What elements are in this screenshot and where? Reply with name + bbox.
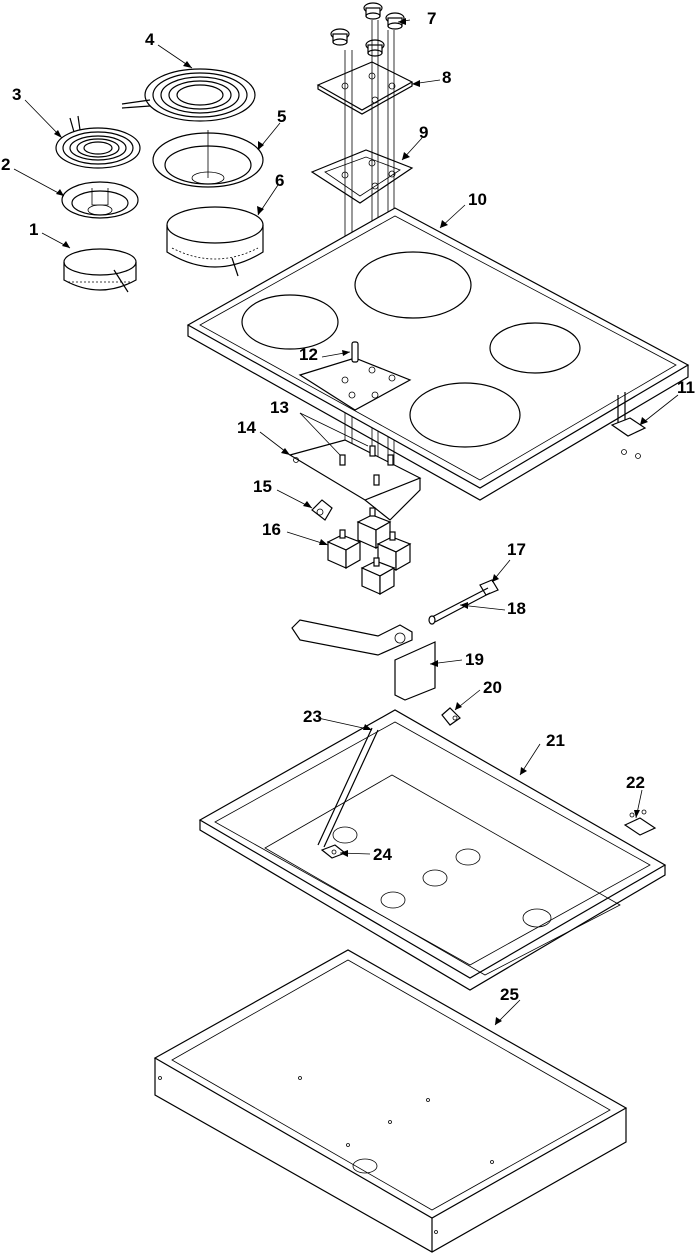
part-13-terminals bbox=[339, 445, 394, 486]
part-5-drip-bowl-large bbox=[152, 130, 264, 188]
part-12-spacer bbox=[351, 341, 359, 363]
callout-17: 17 bbox=[507, 540, 526, 559]
callout-12: 12 bbox=[299, 345, 318, 364]
part-18-rod bbox=[428, 587, 491, 625]
part-1-burner-ring-small bbox=[63, 248, 137, 293]
callout-18: 18 bbox=[507, 599, 526, 618]
leader-lines bbox=[13, 19, 679, 1026]
leader-arrowheads bbox=[54, 18, 648, 1025]
callout-7: 7 bbox=[427, 9, 436, 28]
part-8-knob-plate bbox=[316, 61, 414, 115]
part-25-outer-box bbox=[153, 949, 628, 1253]
callout-8: 8 bbox=[442, 68, 451, 87]
callout-10: 10 bbox=[468, 190, 487, 209]
part-2-drip-bowl-small bbox=[61, 181, 139, 219]
callout-5: 5 bbox=[277, 107, 286, 126]
part-14-switch-bracket bbox=[288, 439, 422, 521]
part-7-control-knobs bbox=[330, 2, 405, 57]
callout-4: 4 bbox=[145, 30, 155, 49]
part-4-surface-element-large bbox=[121, 68, 256, 122]
callout-19: 19 bbox=[465, 650, 484, 669]
callout-3: 3 bbox=[12, 85, 21, 104]
part-21-burner-box bbox=[198, 709, 667, 991]
callout-24: 24 bbox=[373, 845, 392, 864]
callout-23: 23 bbox=[303, 707, 322, 726]
part-16-infinite-switches bbox=[326, 507, 412, 596]
part-17-rod-bracket bbox=[479, 579, 499, 596]
callout-25: 25 bbox=[500, 985, 519, 1004]
callout-11: 11 bbox=[677, 378, 695, 397]
callout-2: 2 bbox=[1, 155, 10, 174]
part-9-gasket-plate bbox=[310, 149, 414, 204]
part-20-clip bbox=[441, 707, 461, 726]
callout-22: 22 bbox=[626, 773, 645, 792]
callout-20: 20 bbox=[483, 678, 502, 697]
part-22-bracket bbox=[623, 809, 657, 836]
callout-9: 9 bbox=[419, 123, 428, 142]
part-19-support-bracket bbox=[291, 619, 436, 701]
part-6-burner-ring-large bbox=[166, 206, 264, 277]
callout-1: 1 bbox=[29, 220, 38, 239]
callout-15: 15 bbox=[253, 477, 272, 496]
part-15-clip bbox=[311, 499, 333, 521]
part-3-surface-element-small bbox=[55, 115, 141, 169]
callout-13: 13 bbox=[270, 398, 289, 417]
callout-6: 6 bbox=[275, 171, 284, 190]
part-10-cooktop-main-top bbox=[186, 207, 690, 501]
callout-16: 16 bbox=[262, 520, 281, 539]
part-23-support-rod bbox=[317, 727, 379, 848]
callout-labels: 1 2 3 4 5 6 7 8 9 10 11 12 13 14 15 16 1… bbox=[1, 9, 695, 1004]
callout-14: 14 bbox=[237, 418, 256, 437]
callout-21: 21 bbox=[546, 731, 565, 750]
part-11-mounting-bracket bbox=[610, 392, 647, 459]
